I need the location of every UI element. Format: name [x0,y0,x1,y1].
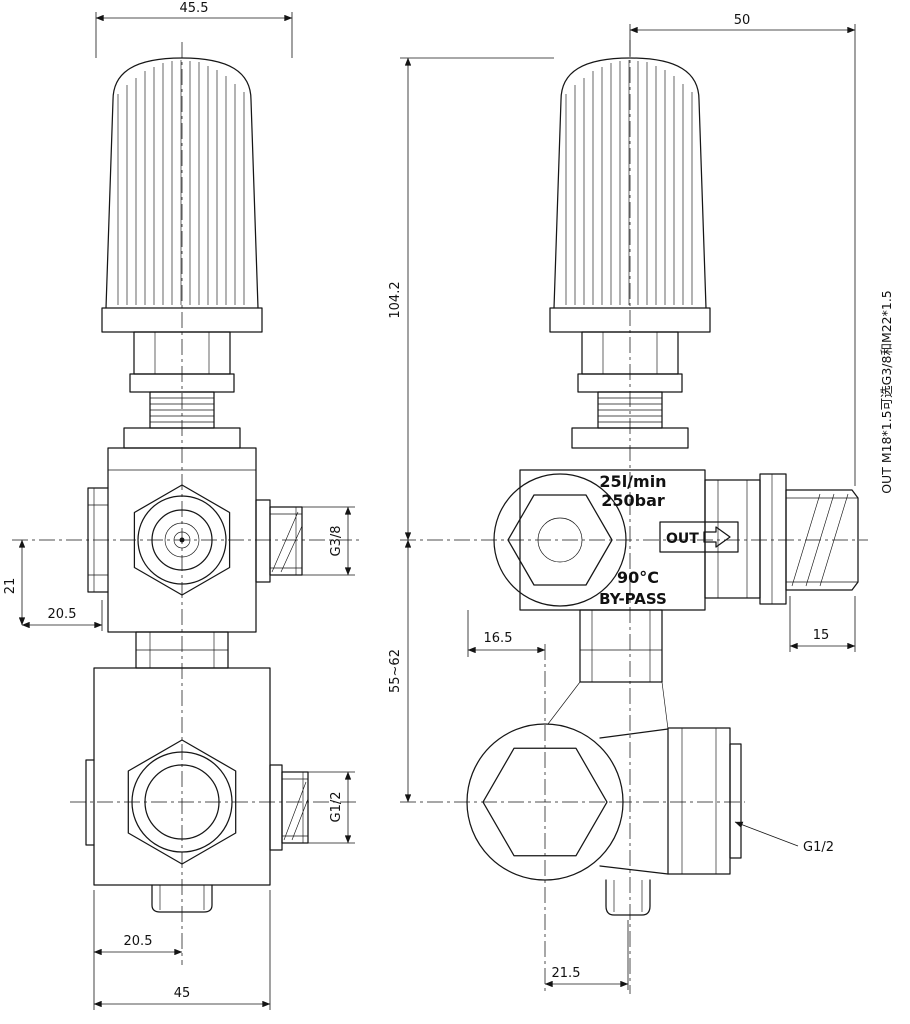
dim-lower-axis-offset: 21.5 [552,966,581,981]
pressure-marking: 250bar [601,491,665,510]
inlet-nut-side [667,727,731,875]
knob-ribs-side [565,60,693,305]
dim-knob-width: 45.5 [180,1,209,16]
lower-hex-front [127,739,237,865]
dim-upper-height: 104.2 [388,281,403,318]
dim-adjustment-range: 55~62 [388,649,403,693]
outlet-port-side [704,473,859,605]
centerlines [12,40,868,994]
temperature-marking: 90°C [617,568,659,587]
dim-center-to-base: 21 [3,578,18,595]
dim-inlet-thread-side: G1/2 [803,840,834,855]
dim-top-span: 50 [734,13,751,28]
outlet-note: OUT M18*1.5可选G3/8和M22*1.5 [879,290,894,494]
knob-ribs-front [117,60,245,305]
front-view [85,57,309,913]
inlet-boss-side [493,473,627,607]
dim-port-offset-lower: 20.5 [124,934,153,949]
dim-inlet-thread-front: G1/2 [329,792,344,823]
left-port-front [87,487,109,593]
knob-side [553,57,707,309]
dim-body-width: 45 [174,986,191,1001]
side-view: OUT 25l/min 250bar 90°C BY-PASS [466,57,859,916]
out-marking: OUT [659,521,739,553]
side-dimensions: 50 104.2 55~62 16.5 15 OUT M18*1.5可选G3/8… [388,13,894,990]
inlet-port-front [269,764,309,851]
front-dimensions: 45.5 21 20.5 G3/8 G1/2 20.5 45 [3,1,355,1010]
bypass-marking: BY-PASS [599,590,667,608]
body-hex-front [133,484,231,596]
outlet-port-front [255,499,303,583]
dim-outlet-thread-front: G3/8 [329,526,344,557]
dim-port-offset-upper: 20.5 [48,607,77,622]
dim-thread-length: 15 [813,628,830,643]
lower-inlet-boss-side [466,723,624,881]
bottom-stub-front [151,884,213,913]
flow-rate-marking: 25l/min [599,472,666,491]
bottom-stub-side [605,879,651,916]
knob-front [105,57,259,309]
dim-lower-axis-offset-side: 16.5 [484,631,513,646]
out-arrow-icon [703,526,731,548]
out-label: OUT [666,531,699,547]
